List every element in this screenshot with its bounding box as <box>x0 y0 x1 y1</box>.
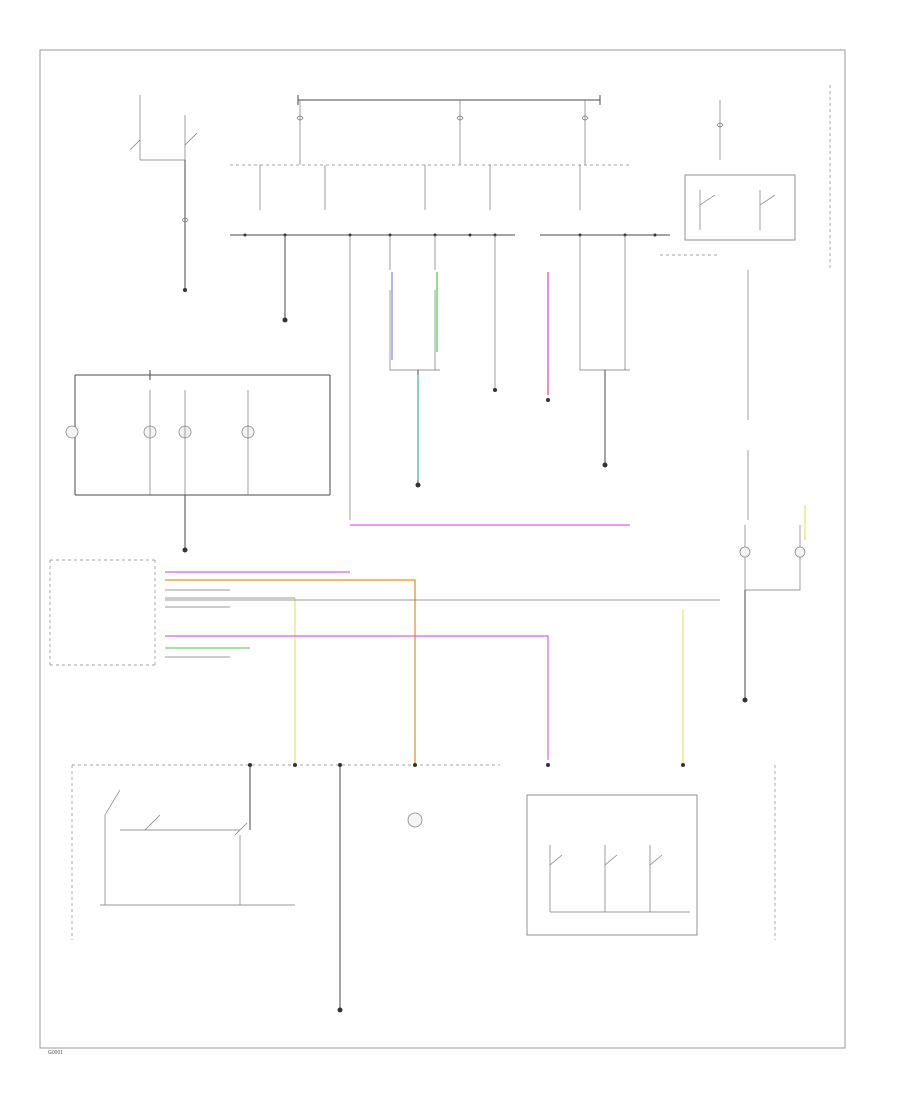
right-lamp-group <box>165 300 806 703</box>
bottom-left-module <box>71 763 500 1013</box>
wire-orange <box>165 579 416 765</box>
lamp-icon <box>407 812 423 828</box>
fuse-symbol <box>296 115 304 121</box>
colored-wires <box>165 272 806 765</box>
fuse-symbol <box>456 115 464 121</box>
bottom-right-module <box>526 763 776 940</box>
corner-tag: G0001 <box>48 1050 63 1056</box>
lamp-icon <box>794 546 806 558</box>
fuse-symbol <box>581 115 589 121</box>
relay-box-right <box>660 85 831 300</box>
power-distribution <box>129 95 670 392</box>
diagram-border <box>39 49 846 1049</box>
lamp-icon <box>65 425 79 439</box>
lamp-icon <box>739 546 751 558</box>
connector-block <box>49 559 295 666</box>
lamp-bank-left <box>65 370 331 553</box>
wire-magenta-long <box>165 635 549 760</box>
